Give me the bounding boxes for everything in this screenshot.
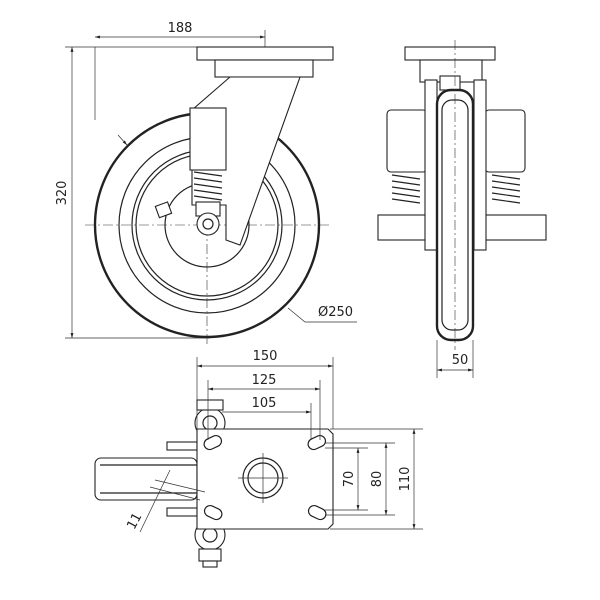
bottom-view: 150 125 105 70 80 110 11 <box>94 349 423 568</box>
plate-height-label: 110 <box>398 467 413 492</box>
hole-diameter-label: 11 <box>124 511 145 533</box>
brake-lever <box>154 201 173 219</box>
top-plate <box>196 46 334 61</box>
right-housing <box>484 109 526 173</box>
plate-width-label: 150 <box>253 349 278 364</box>
height-dimension-label: 320 <box>55 181 70 206</box>
kingpin-housing <box>189 107 227 171</box>
side-view: 188 320 Ø250 <box>55 21 357 345</box>
front-view: 50 <box>377 40 547 378</box>
vertical-inner-label: 70 <box>342 471 357 488</box>
axle-left <box>377 214 429 241</box>
hole-spacing-inner-label: 105 <box>252 396 277 411</box>
diameter-label: Ø250 <box>318 305 353 320</box>
vertical-outer-label: 80 <box>370 471 385 488</box>
offset-dimension-label: 188 <box>168 21 193 36</box>
left-housing <box>386 109 428 173</box>
bottom-wheel <box>94 457 198 501</box>
mounting-plate <box>196 428 334 530</box>
hole-spacing-outer-label: 125 <box>252 373 277 388</box>
axle-right <box>483 214 547 241</box>
width-label: 50 <box>452 353 469 368</box>
mounting-slots <box>203 434 327 521</box>
front-top-plate <box>404 46 496 61</box>
